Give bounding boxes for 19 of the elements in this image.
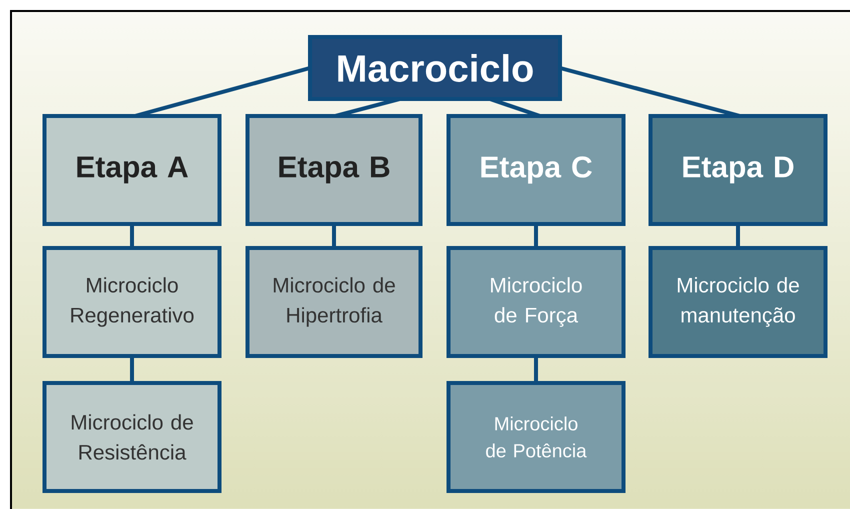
- connector-line: [534, 356, 538, 383]
- connector-line: [534, 224, 538, 248]
- microcycle-box: Microciclo de manutenção: [648, 246, 828, 358]
- stage-box: Etapa A: [42, 114, 222, 226]
- microcycle-box: Microciclo de Hipertrofia: [246, 246, 422, 358]
- microcycle-box: Microciclo de Resistência: [42, 381, 222, 493]
- microcycle-box: Microciclo de Potência: [446, 381, 626, 493]
- microcycle-box: Microciclo de Força: [446, 246, 626, 358]
- stage-box: Etapa B: [246, 114, 422, 226]
- title-box: Macrociclo: [308, 35, 562, 101]
- stage-box: Etapa C: [446, 114, 626, 226]
- connector-line: [130, 356, 134, 383]
- stage-box: Etapa D: [648, 114, 828, 226]
- connector-line: [134, 66, 311, 118]
- connector-line: [736, 224, 740, 248]
- microcycle-box: Microciclo Regenerativo: [42, 246, 222, 358]
- connector-line: [560, 66, 741, 118]
- connector-line: [332, 224, 336, 248]
- connector-line: [130, 224, 134, 248]
